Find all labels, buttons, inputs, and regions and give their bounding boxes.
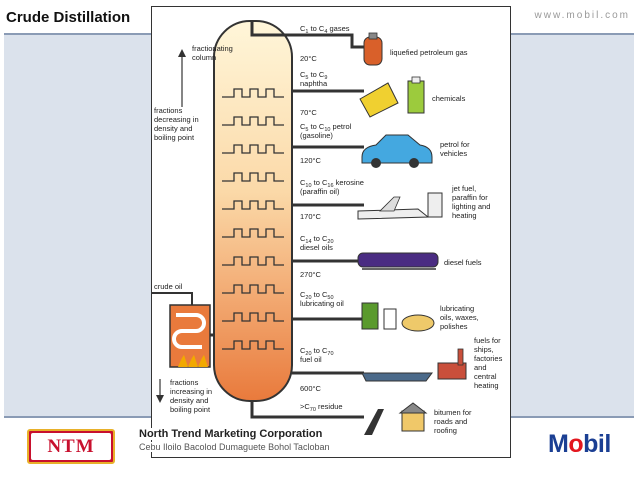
temperature-label: 20°C [300,54,317,63]
crude-oil-label: crude oil [154,282,183,291]
chemicals-icon [359,76,425,118]
temperature-label: 70°C [300,108,317,117]
car-icon [361,134,433,168]
ntm-logo-text: NTM [31,433,111,460]
product-label-diesel: diesel fuels [444,258,482,267]
ntm-logo: NTM [27,429,115,464]
branch-list: Cebu Iloilo Bacolod Dumaguete Bohol Tacl… [139,442,334,452]
temperature-label: 270°C [300,270,322,279]
down-arrow-head-icon [156,395,164,403]
column-trays [222,88,284,350]
heating-coil-icon [172,313,206,349]
fraction-label-kerosine: C10 to C16 kerosine(paraffin oil) [300,178,364,196]
jet-plane-icon [357,192,443,220]
lubricant-can-icon [361,302,435,332]
slide-title: Crude Distillation [6,9,131,26]
website-url: www.mobil.com [534,10,630,21]
product-label-chemicals: chemicals [432,94,466,103]
product-label-lpg: liquefied petroleum gas [390,48,468,57]
fraction-label-petrol: C5 to C10 petrol(gasoline) [300,122,352,140]
lpg-cylinder-icon [363,32,383,66]
fraction-label-residue: >C70 residue [300,402,343,413]
output-pipes [250,21,364,419]
temperature-label: 120°C [300,156,322,165]
fraction-label-gases: C1 to C4 gases [300,24,350,35]
crude-oil-pipe [152,292,193,307]
fractionating-column [213,20,293,402]
train-icon [357,252,439,270]
road-icon [364,402,428,435]
company-name: North Trend Marketing Corporation [139,428,327,440]
temperature-label: 170°C [300,212,322,221]
ship-factory-icon [361,348,467,382]
flame-icon [178,355,208,367]
mobil-logo: Mobil [548,430,611,458]
up-arrow-head-icon [178,49,186,57]
temperature-label: 600°C [300,384,322,393]
